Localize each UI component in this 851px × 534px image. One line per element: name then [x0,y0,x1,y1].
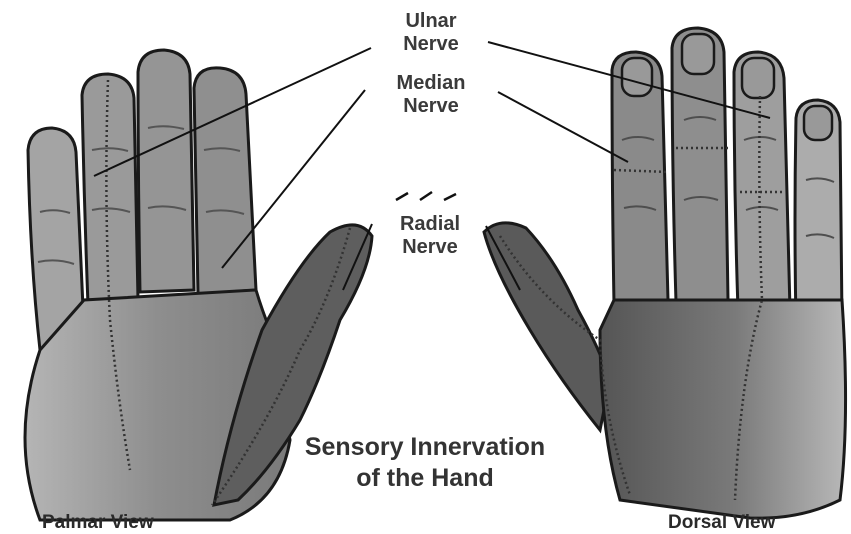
title-line2: of the Hand [290,463,560,494]
radial-nerve-label: Radial Nerve [370,213,490,259]
dorsal-back-of-hand [600,300,846,518]
median-label-line2: Nerve [371,95,491,118]
radial-label-line1: Radial [370,213,490,236]
diagram-title: Sensory Innervation of the Hand [290,432,560,495]
median-nerve-label: Median Nerve [371,72,491,118]
median-label-line1: Median [371,72,491,95]
dorsal-thumb [484,223,610,430]
median-leader-right [498,92,628,162]
palmar-ring-finger [82,74,138,305]
palmar-index-finger [194,68,256,294]
ulnar-nerve-label: Ulnar Nerve [371,10,491,56]
radial-label-line2: Nerve [370,236,490,259]
palmar-middle-finger [138,50,194,292]
ulnar-label-line1: Ulnar [371,10,491,33]
radial-bracket [396,192,456,200]
title-line1: Sensory Innervation [290,432,560,463]
ulnar-label-line2: Nerve [371,33,491,56]
